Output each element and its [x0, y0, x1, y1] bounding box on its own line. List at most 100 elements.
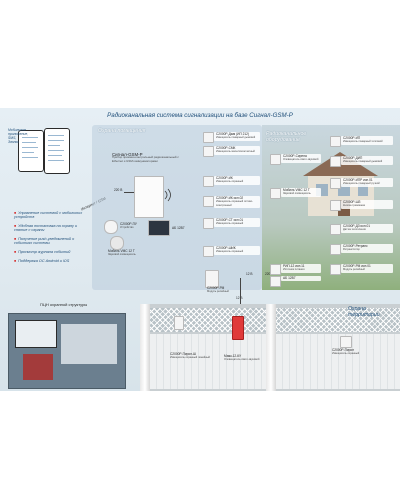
device-image: [270, 154, 281, 165]
device-image: [203, 246, 214, 257]
power-wire: [124, 192, 134, 193]
diagram-sheet: Радиоканальная система сигнализации на б…: [0, 108, 400, 391]
device-image: [330, 136, 341, 147]
panel-desc: Прибор приемно-контрольный радиоканальны…: [112, 155, 179, 163]
device-name: С2000Р-Дым (ИП 212): [216, 132, 250, 136]
device-name: С2000Р-Ретранс: [343, 244, 368, 248]
device-name: С2000Р-ДЗ исп.01: [343, 224, 371, 228]
device-desc: Извещатель магнитоконтактный: [216, 150, 255, 154]
battery-label: АБ 12В7: [172, 226, 185, 230]
section-room-label: Охрана помещения: [98, 128, 146, 134]
diagram-title: Радиоканальная система сигнализации на б…: [107, 112, 293, 119]
vibro-name: С2000Р-ПУ: [120, 222, 137, 226]
device-image: [330, 156, 341, 167]
fence-device-desc: Оповещатель свето-звуковой: [224, 358, 260, 362]
siren-beacon-image: [232, 316, 244, 340]
tablet-image: [44, 128, 70, 174]
fence-device-desc: Извещатель охранный линейный: [170, 356, 210, 360]
pcn-screen-image: [8, 313, 126, 389]
radio-waves-icon: [164, 188, 171, 202]
device-image: [203, 218, 214, 229]
vibro-desc: Устройство: [120, 226, 134, 230]
device-desc: Извещатель пожарный дымовой: [216, 136, 256, 140]
device-image: [330, 244, 341, 255]
device-name: С2000Р-Сирена: [283, 154, 307, 158]
pirion-sh-image: [174, 316, 184, 330]
panel-name: Сигнал-GSM-P: [112, 152, 143, 157]
device-desc: Датчик затопления: [343, 228, 366, 232]
signal-wire: [240, 278, 241, 304]
device-desc: Извещатель пожарный тепловой: [343, 140, 383, 144]
fence-device-name: С2000Р-Пирон: [332, 348, 354, 352]
control-panel-image: [134, 176, 164, 218]
device-name: С2000Р-ШЗ: [343, 200, 361, 204]
device-desc: Извещатель пожарный ручной: [343, 182, 380, 186]
pcn-label: ПЦН охранной структуры: [40, 302, 88, 307]
device-image: [330, 178, 341, 189]
speaker-card: Мобиль VMC 12 Т Звуковой оповещатель: [106, 249, 144, 258]
device-name: С2000Р-СМК: [216, 146, 236, 150]
device-card: С2000Р-Дым (ИП 212)Извещатель пожарный д…: [214, 132, 260, 141]
fence-device-card: С2000Р-Пирон Извещатель охранный: [330, 348, 378, 357]
fence-device-name: С2000Р-Пирон-Ш: [170, 352, 196, 356]
bullet-item: Просмотр журнала событий: [14, 250, 89, 254]
device-name: С2000Р-РМ исп.01: [343, 264, 371, 268]
device-image: [270, 188, 281, 199]
panel-card: Сигнал-GSM-P Прибор приемно-контрольный …: [110, 152, 186, 164]
fence-image: [140, 304, 400, 391]
device-image: [203, 146, 214, 157]
device-desc: Источник питания: [283, 268, 305, 272]
device-name: С2000Р-ИК исп.02: [216, 196, 244, 200]
device-desc: Извещатель охранный оптико-электронный: [216, 200, 253, 207]
voltage-220-label-b: 220 В: [265, 272, 273, 276]
ext-module-image: [205, 270, 219, 288]
device-image: [203, 196, 214, 207]
pirion-image: [340, 336, 352, 348]
device-desc: Извещатель охранный: [216, 250, 244, 254]
device-name: С2000Р-ШИК: [216, 246, 236, 250]
device-name: РИП-12 исп.11: [283, 264, 305, 268]
ext-module-name: С2000Р-РМ: [207, 286, 225, 290]
voltage-12-label-b: 12 В: [236, 296, 243, 300]
phone-image: [18, 130, 44, 172]
device-desc: Извещатель пожарный дымовой: [343, 160, 383, 164]
voltage-220-label: 220 В: [114, 188, 123, 192]
bullet-item: Удобная постановка на охрану и снятие с …: [14, 224, 89, 232]
device-name: С2000Р-ИПР исп.01: [343, 178, 373, 182]
device-image: [270, 264, 281, 275]
fence-device-desc: Извещатель охранный: [332, 352, 360, 356]
device-desc: Ретранслятор: [343, 248, 360, 252]
vibro-card: С2000Р-ПУ Устройство: [118, 222, 150, 231]
speaker-name: Мобиль VMC 12 Т: [108, 249, 135, 253]
device-name: Мобиль VMC 12 Т: [283, 188, 310, 192]
device-desc: Извещатель охранный: [216, 180, 244, 184]
vibro-device-image: [104, 220, 118, 234]
battery-image: [148, 220, 170, 236]
device-name: АБ 12В7: [283, 276, 296, 280]
section-yard-label: Охрана территории: [348, 306, 380, 318]
device-name: С2000Р-ИП: [343, 136, 361, 140]
voltage-12-label-a: 12 В: [246, 272, 253, 276]
device-image: [330, 224, 341, 235]
device-desc: Модуль релейный: [343, 268, 365, 272]
device-image: [203, 176, 214, 187]
device-name: С2000Р-ИК: [216, 176, 233, 180]
bullet-item: Получение push-уведомлений о событиях си…: [14, 237, 89, 245]
bullet-item: Поддержка ОС Android и iOS: [14, 259, 89, 263]
device-desc: Оповещатель свето-звуковой: [283, 158, 319, 162]
operator-figure: [23, 354, 53, 380]
monitor-image: [15, 320, 57, 348]
operator-image: [61, 324, 117, 364]
